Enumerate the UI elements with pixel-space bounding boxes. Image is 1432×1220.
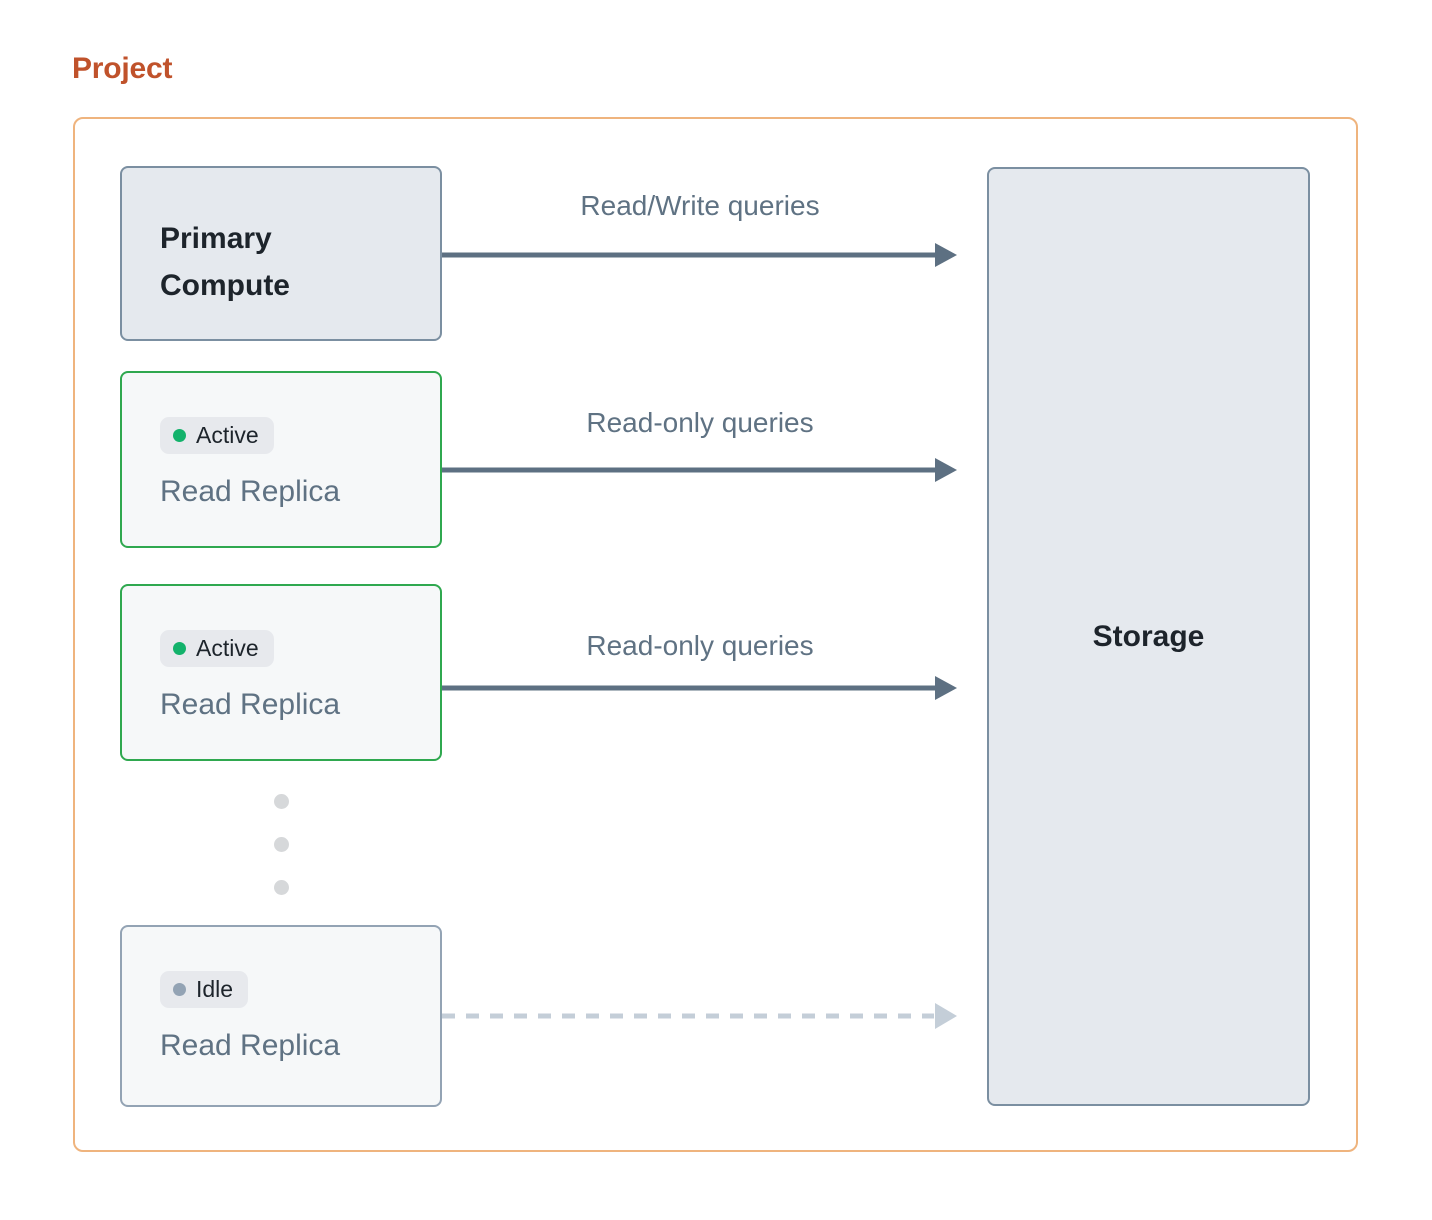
connector-label-read-only-1: Read-only queries bbox=[586, 407, 814, 438]
ellipsis-dot bbox=[274, 837, 289, 852]
ellipsis-dot bbox=[274, 794, 289, 809]
connector-label-read-write: Read/Write queries bbox=[580, 190, 820, 221]
status-badge-label: Active bbox=[196, 635, 259, 661]
status-dot-icon bbox=[173, 983, 186, 996]
node-read-replica-1[interactable]: Active Read Replica bbox=[120, 371, 442, 548]
status-dot-icon bbox=[173, 642, 186, 655]
replica-1-content: Active Read Replica bbox=[160, 417, 340, 507]
primary-compute-line-2: Compute bbox=[160, 269, 290, 303]
status-badge-idle: Idle bbox=[160, 971, 249, 1008]
page-title: Project bbox=[72, 52, 173, 85]
node-read-replica-2[interactable]: Active Read Replica bbox=[120, 584, 442, 761]
ellipsis-indicator bbox=[274, 794, 290, 923]
replica-3-label: Read Replica bbox=[160, 1029, 341, 1062]
replica-3-content: Idle Read Replica bbox=[160, 971, 340, 1061]
status-dot-icon bbox=[173, 429, 186, 442]
project-container bbox=[73, 117, 1358, 1152]
status-badge-label: Idle bbox=[196, 976, 234, 1002]
node-primary-compute[interactable]: Primary Compute bbox=[120, 166, 442, 341]
status-badge-active-2: Active bbox=[160, 630, 274, 667]
node-read-replica-3[interactable]: Idle Read Replica bbox=[120, 925, 442, 1107]
primary-compute-line-1: Primary bbox=[160, 222, 272, 255]
status-badge-active-1: Active bbox=[160, 417, 274, 454]
primary-compute-text: Primary Compute bbox=[160, 215, 290, 310]
replica-2-label: Read Replica bbox=[160, 688, 341, 721]
replica-2-content: Active Read Replica bbox=[160, 630, 340, 720]
ellipsis-dot bbox=[274, 880, 289, 895]
status-badge-label: Active bbox=[196, 422, 259, 448]
replica-1-label: Read Replica bbox=[160, 475, 341, 508]
connector-label-read-only-2: Read-only queries bbox=[586, 630, 814, 661]
storage-label: Storage bbox=[1092, 619, 1205, 653]
node-storage[interactable]: Storage bbox=[987, 167, 1310, 1106]
